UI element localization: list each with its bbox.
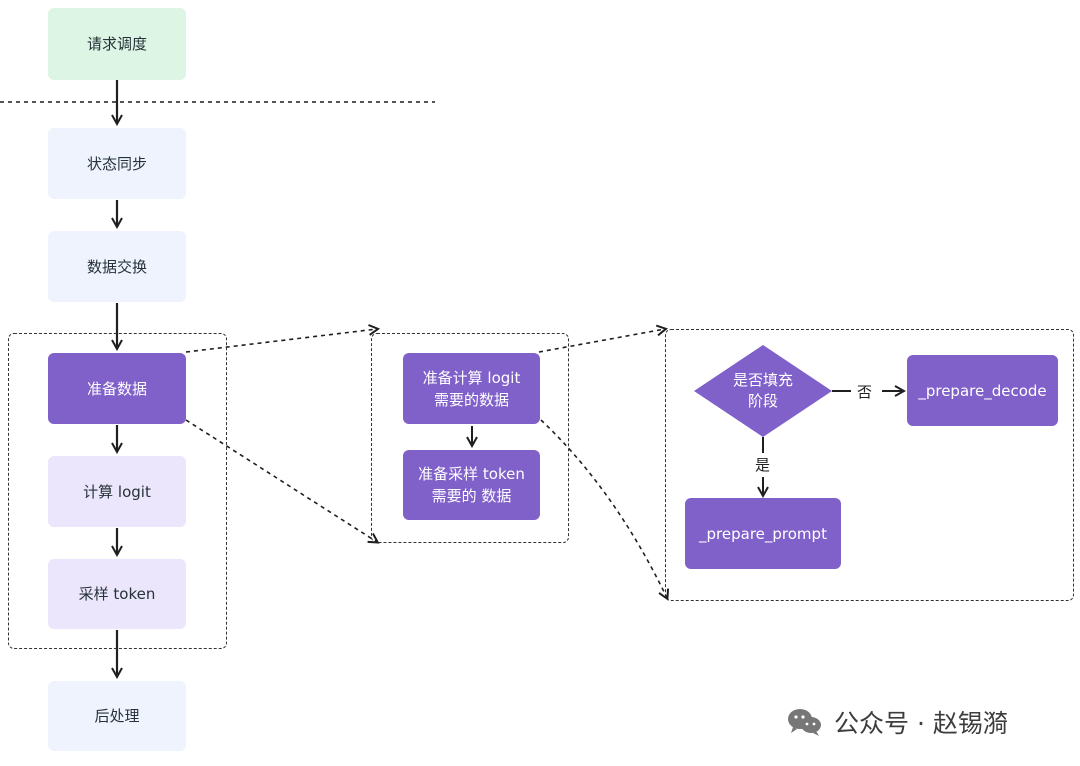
expand-arrow-lower-left	[185, 419, 377, 542]
edge-label-yes: 是	[755, 456, 771, 474]
node-state-sync: 状态同步	[48, 128, 186, 199]
node-prepare-sample-data: 准备采样 token 需要的 数据	[403, 450, 540, 520]
node-prepare-data: 准备数据	[48, 353, 186, 424]
node-prepare-prompt: _prepare_prompt	[685, 498, 841, 569]
right-expansion-region	[665, 329, 1074, 601]
expand-arrow-upper-right	[538, 329, 665, 353]
expand-arrow-upper-left	[185, 329, 377, 353]
node-request-scheduling: 请求调度	[48, 8, 186, 80]
node-prepare-logit-data: 准备计算 logit 需要的数据	[403, 353, 540, 424]
node-prepare-decode: _prepare_decode	[907, 355, 1058, 426]
middle-expansion-region	[371, 333, 569, 543]
wechat-icon	[786, 705, 826, 739]
watermark-text: 公众号 · 赵锡漪	[834, 709, 1008, 738]
decision-diamond	[694, 345, 832, 437]
left-expansion-region	[8, 333, 227, 649]
node-sample-token: 采样 token	[48, 559, 186, 629]
node-compute-logit: 计算 logit	[48, 456, 186, 527]
decision-label: 是否填充 阶段	[732, 371, 793, 410]
watermark: 公众号 · 赵锡漪	[786, 704, 1008, 740]
edge-label-no: 否	[857, 383, 873, 401]
node-post-process: 后处理	[48, 681, 186, 751]
node-data-exchange: 数据交换	[48, 231, 186, 302]
expand-arrow-lower-right	[540, 419, 667, 598]
